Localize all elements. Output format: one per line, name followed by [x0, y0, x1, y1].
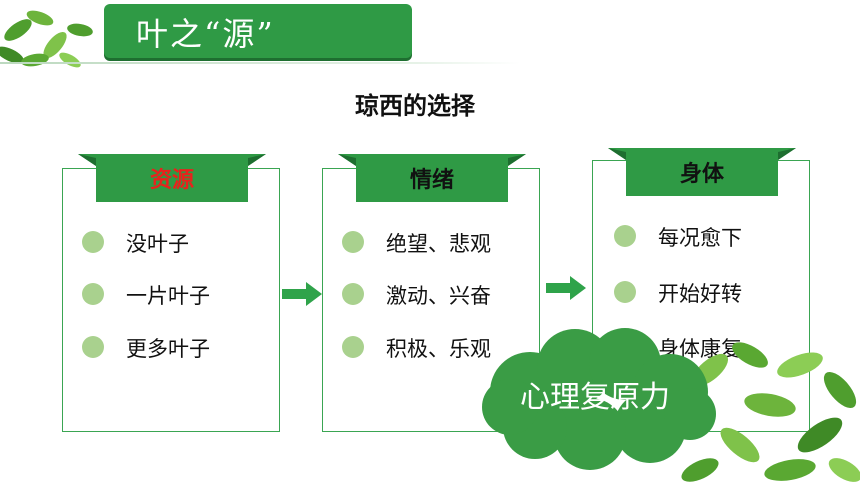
bullet-dot-icon — [342, 283, 364, 305]
leaves-decoration-icon — [0, 10, 93, 68]
tab-label-emotion: 情绪 — [409, 168, 454, 193]
arrow-right-icon — [282, 282, 322, 306]
bullet-dot-icon — [342, 336, 364, 358]
tab-body: 身体 — [608, 148, 796, 196]
bullet-dot-icon — [82, 231, 104, 253]
tab-label-body: 身体 — [679, 162, 724, 187]
leaves-decoration-icon — [681, 342, 860, 482]
bullet-dot-icon — [82, 283, 104, 305]
bullet-dot-icon — [614, 281, 636, 303]
page-title: 叶之“源” — [136, 15, 275, 53]
tab-emotion: 情绪 — [338, 154, 526, 202]
bullet-dot-icon — [342, 231, 364, 253]
tab-label-resources: 资源 — [149, 168, 194, 193]
title-divider — [0, 62, 520, 64]
cloud-shape-icon — [482, 328, 716, 470]
bullet-dot-icon — [82, 336, 104, 358]
slide-subtitle: 琼西的选择 — [355, 92, 475, 120]
bullet-dot-icon — [614, 225, 636, 247]
arrow-right-icon — [546, 276, 586, 300]
title-banner: 叶之“源” — [104, 4, 412, 58]
tab-resources: 资源 — [78, 154, 266, 202]
